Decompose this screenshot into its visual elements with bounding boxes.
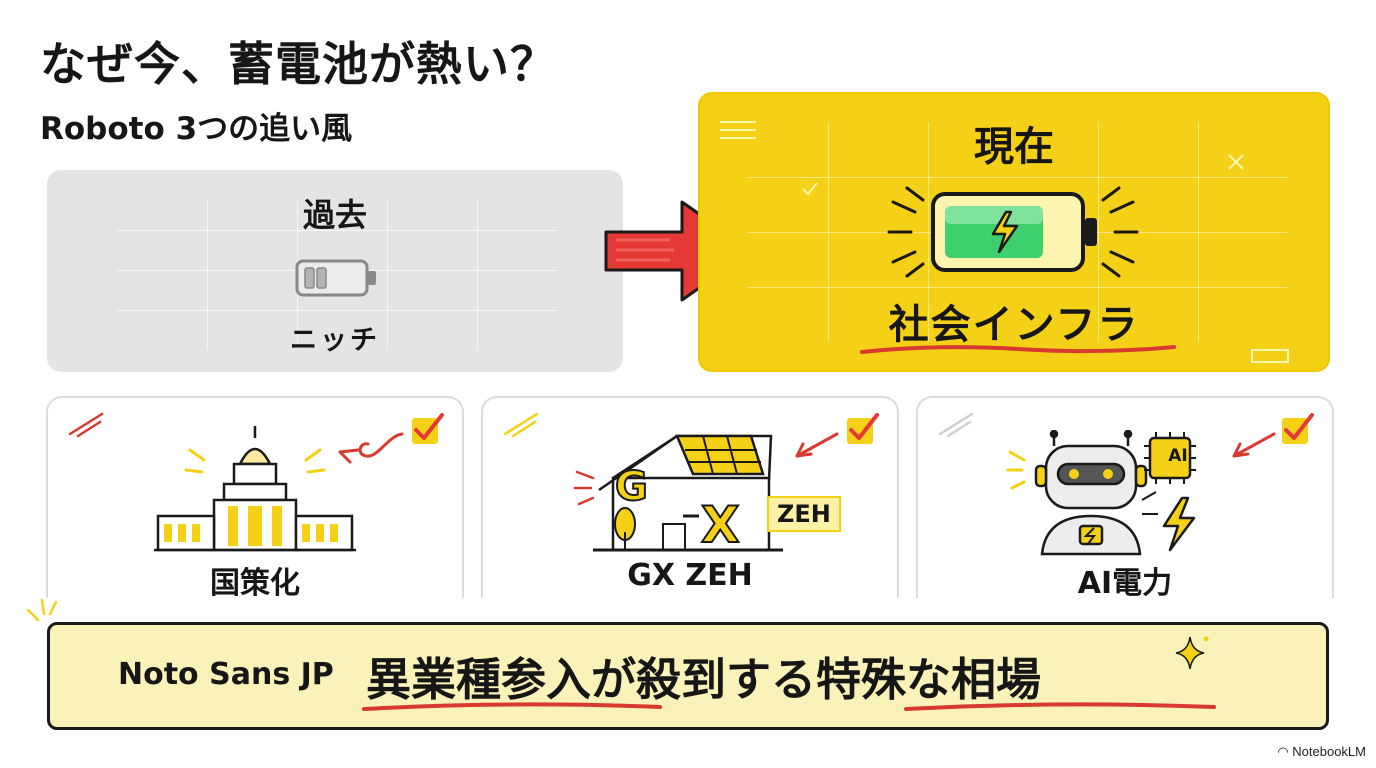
checkbox-checked-icon [1282, 413, 1314, 444]
sparkle-star-icon [1175, 636, 1209, 670]
doodle-x-icon [1228, 154, 1244, 170]
highlight-underline [860, 345, 1176, 354]
banner-underline [362, 702, 1216, 711]
page-subtitle: Roboto 3つの追い風 [40, 111, 353, 147]
low-battery-icon [295, 259, 376, 297]
past-panel: 過去 ニッチ [47, 170, 623, 372]
conclusion-banner: Noto Sans JP 異業種参入が殺到する特殊な相場 [47, 622, 1329, 730]
checkbox-checked-icon [412, 413, 444, 444]
card-label-gx-zeh: GX ZEH [627, 558, 753, 593]
doodle-lines-icon [720, 121, 756, 139]
past-caption: ニッチ [290, 325, 380, 356]
checkbox-checked-icon [847, 413, 879, 444]
doodle-dash-icon [503, 412, 539, 438]
present-label: 現在 [974, 124, 1054, 170]
banner-lead: Noto Sans JP [118, 657, 334, 692]
banner-main: 異業種参入が殺到する特殊な相場 [366, 653, 1042, 706]
card-ai-power: AI AI電力 [916, 396, 1334, 601]
pointer-arrow-icon [1232, 432, 1276, 458]
zeh-badge: ZEH [767, 496, 841, 532]
card-label-ai-power: AI電力 [1077, 566, 1173, 601]
notebooklm-logo-icon: ◠ [1277, 744, 1293, 759]
doodle-box-icon [1251, 349, 1289, 363]
watermark: ◠ NotebookLM [1277, 744, 1366, 760]
charged-battery-icon [887, 186, 1139, 278]
ai-robot-icon [1006, 430, 1196, 556]
past-label: 過去 [302, 196, 367, 234]
doodle-check-icon [802, 182, 818, 196]
page-title: なぜ今、蓄電池が熱い？ [40, 37, 557, 91]
gx-house-icon [573, 434, 783, 552]
card-policy: 国策化 [46, 396, 464, 601]
parliament-building-icon [154, 426, 356, 552]
card-gx-zeh: G X ZEH GX ZEH [481, 396, 899, 598]
watermark-text: NotebookLM [1292, 744, 1366, 759]
pointer-arrow-icon [338, 432, 404, 464]
card-label-policy: 国策化 [210, 566, 300, 601]
present-panel: 現在 社会インフラ [698, 92, 1330, 372]
house-letter-g: G [614, 463, 649, 511]
present-caption: 社会インフラ [888, 302, 1140, 348]
chip-label: AI [1168, 446, 1188, 466]
doodle-dash-icon [938, 412, 974, 438]
sparkle-lines-icon [26, 598, 58, 622]
house-letter-x: X [700, 495, 741, 555]
pointer-arrow-icon [795, 432, 839, 458]
doodle-dash-icon [68, 412, 104, 438]
